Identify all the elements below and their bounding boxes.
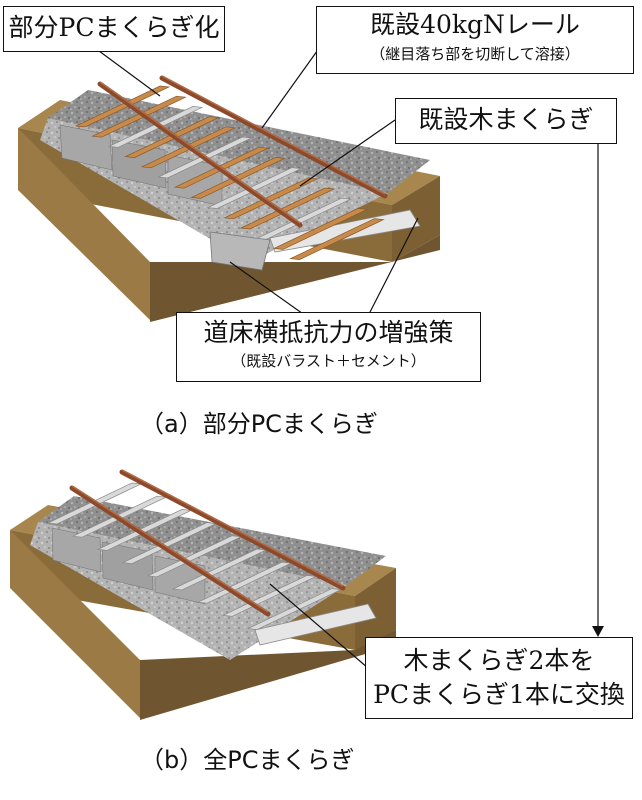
label-replace-line1: 木まくらぎ2本を <box>403 646 595 675</box>
label-replace: 木まくらぎ2本を PCまくらぎ1本に交換 <box>365 637 633 719</box>
rail-right-highlight-a <box>161 75 386 195</box>
wood-sleeper <box>74 85 171 128</box>
label-wood-sleeper: 既設木まくらぎ <box>395 98 617 144</box>
label-existing-rail-text: 既設40kgNレール <box>370 10 580 39</box>
cement-shoulder-b <box>254 603 377 646</box>
label-replace-line2: PCまくらぎ1本に交換 <box>373 680 625 709</box>
diagram-a <box>18 75 440 322</box>
leader-existing-rail <box>261 39 326 129</box>
leader-wood-sleeper <box>299 119 396 187</box>
soil-left-b <box>10 530 140 718</box>
label-ballast-reinforcement-note: （既設バラスト＋セメント） <box>231 352 426 370</box>
caption-b: （b）全PCまくらぎ <box>140 746 355 774</box>
ballast-face-a <box>209 231 271 271</box>
wood-sleeper <box>289 218 385 260</box>
sleepers-b <box>46 482 343 630</box>
leader-ballast-left <box>229 261 307 317</box>
diagram-b <box>10 469 396 720</box>
leader-lines <box>94 39 604 669</box>
pc-sleeper <box>256 197 352 240</box>
rail-left-b <box>69 485 271 617</box>
caption-a: （a）部分PCまくらぎ <box>140 410 378 438</box>
rail-left-a <box>97 81 303 228</box>
label-partial-pc: 部分PCまくらぎ化 <box>3 6 225 52</box>
soil-right-b <box>355 568 396 652</box>
label-existing-rail-note: （継目落ち部を切断して溶接） <box>370 45 580 63</box>
label-wood-sleeper-text: 既設木まくらぎ <box>418 105 594 134</box>
wood-sleeper <box>91 95 187 138</box>
wood-sleeper <box>239 187 336 230</box>
rail-right-b <box>119 469 346 591</box>
arrow-head <box>592 626 604 637</box>
rail-right-a <box>159 75 388 199</box>
label-ballast-reinforcement: 道床横抵抗力の増強策 （既設バラスト＋セメント） <box>176 312 481 382</box>
rail-left-highlight-b <box>71 485 269 613</box>
label-partial-pc-text: 部分PCまくらぎ化 <box>8 13 220 42</box>
wood-sleeper <box>272 208 369 250</box>
rail-right-highlight-b <box>121 469 344 587</box>
wood-sleeper <box>190 157 286 199</box>
pc-sleeper <box>206 167 303 209</box>
soil-face-a <box>150 235 440 322</box>
leader-partial-pc <box>94 47 161 97</box>
pc-sleeper <box>107 106 204 148</box>
label-existing-rail: 既設40kgNレール （継目落ち部を切断して溶接） <box>316 6 634 74</box>
cement-shoulder-a <box>269 209 421 253</box>
soil-face-b <box>140 630 396 720</box>
leader-ballast-right <box>367 217 419 317</box>
rail-left-highlight-a <box>99 81 301 224</box>
label-ballast-reinforcement-text: 道床横抵抗力の増強策 <box>203 318 454 347</box>
leader-pc-sleeper <box>269 583 369 669</box>
soil-left-a <box>18 128 150 320</box>
sleepers-a <box>74 85 385 260</box>
wood-sleeper <box>223 177 319 220</box>
